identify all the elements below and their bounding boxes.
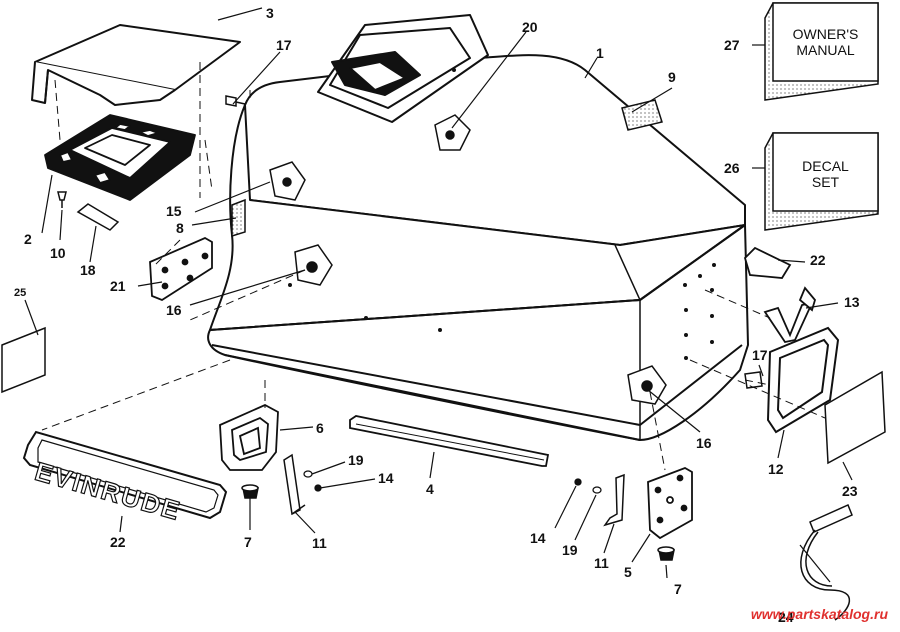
callout-9: 9 [668, 69, 676, 85]
callout-13: 13 [844, 294, 860, 310]
callout-16-side: 16 [696, 435, 712, 451]
part-11-bracket-left [283, 453, 306, 516]
part-15-bracket [269, 161, 306, 201]
callout-23: 23 [842, 483, 858, 499]
callout-12: 12 [768, 461, 784, 477]
callout-16-front: 16 [166, 302, 182, 318]
callout-5: 5 [624, 564, 632, 580]
decal-set-line2: SET [811, 174, 840, 191]
owners-manual-line1: OWNER'S [792, 26, 859, 42]
callout-19-right: 19 [562, 542, 578, 558]
part-19-washer-right [592, 486, 602, 494]
callout-3: 3 [266, 5, 274, 21]
callout-6: 6 [316, 420, 324, 436]
callout-14-right: 14 [530, 530, 546, 546]
part-23-decal [824, 370, 886, 465]
callout-1: 1 [596, 45, 604, 61]
callout-26: 26 [724, 160, 740, 176]
assembly-lines [41, 62, 826, 471]
callout-21: 21 [110, 278, 126, 294]
part-24-cable [800, 503, 853, 621]
part-2-grille [44, 114, 196, 201]
callout-2: 2 [24, 231, 32, 247]
part-16-bracket-side [627, 365, 667, 405]
part-8-pad [231, 198, 246, 238]
owners-manual-box [764, 2, 879, 101]
callout-7-right: 7 [674, 581, 682, 597]
part-7-grommet-left [241, 484, 259, 499]
part-4-strip [349, 415, 550, 467]
part-17-screw-side [744, 371, 763, 389]
callout-17-side: 17 [752, 347, 768, 363]
callout-10: 10 [50, 245, 66, 261]
part-20-bracket [434, 114, 471, 151]
callout-27: 27 [724, 37, 740, 53]
callout-18: 18 [80, 262, 96, 278]
part-25-decal [1, 326, 46, 394]
callout-17-top: 17 [276, 37, 292, 53]
callout-11-left: 11 [312, 535, 327, 551]
callout-20: 20 [522, 19, 538, 35]
decal-set-line1: DECAL [802, 158, 849, 174]
part-18-seal [76, 203, 120, 231]
part-22-trim [743, 246, 792, 279]
part-6-latch [219, 403, 279, 471]
callout-25: 25 [14, 287, 27, 299]
decal-set-box [764, 132, 879, 231]
callout-22-emblem: 22 [110, 534, 126, 550]
part-11-bracket-right [603, 473, 625, 527]
part-5-latch [647, 467, 693, 540]
callout-14-left: 14 [378, 470, 394, 486]
part-19-washer-left [303, 470, 313, 478]
part-7-grommet-right [657, 546, 675, 561]
callout-4: 4 [426, 481, 434, 497]
decal-set-label: DECAL SET [773, 158, 878, 190]
part-21-latch [149, 236, 213, 302]
callout-8: 8 [176, 220, 184, 236]
callout-15: 15 [166, 203, 182, 219]
callout-11-right: 11 [594, 555, 609, 571]
leader-lines [24, 7, 853, 583]
part-14-screw-right [574, 478, 582, 486]
part-13-v4-emblem [763, 286, 817, 344]
part-10-screw [57, 191, 67, 208]
part-3-top-cover [31, 24, 241, 106]
part-22-evinrude-emblem [22, 430, 228, 520]
part-12-plate [766, 326, 840, 434]
owners-manual-label: OWNER'S MANUAL [773, 26, 878, 58]
motor-cover [207, 14, 749, 441]
callout-7-left: 7 [244, 534, 252, 550]
watermark: www.partskatalog.ru [750, 606, 888, 622]
part-16-bracket-front [294, 244, 333, 286]
owners-manual-line2: MANUAL [796, 42, 855, 59]
callout-24: 24 [778, 609, 794, 625]
callout-19-left: 19 [348, 452, 364, 468]
part-9-decal [621, 99, 663, 131]
callout-22-side: 22 [810, 252, 826, 268]
